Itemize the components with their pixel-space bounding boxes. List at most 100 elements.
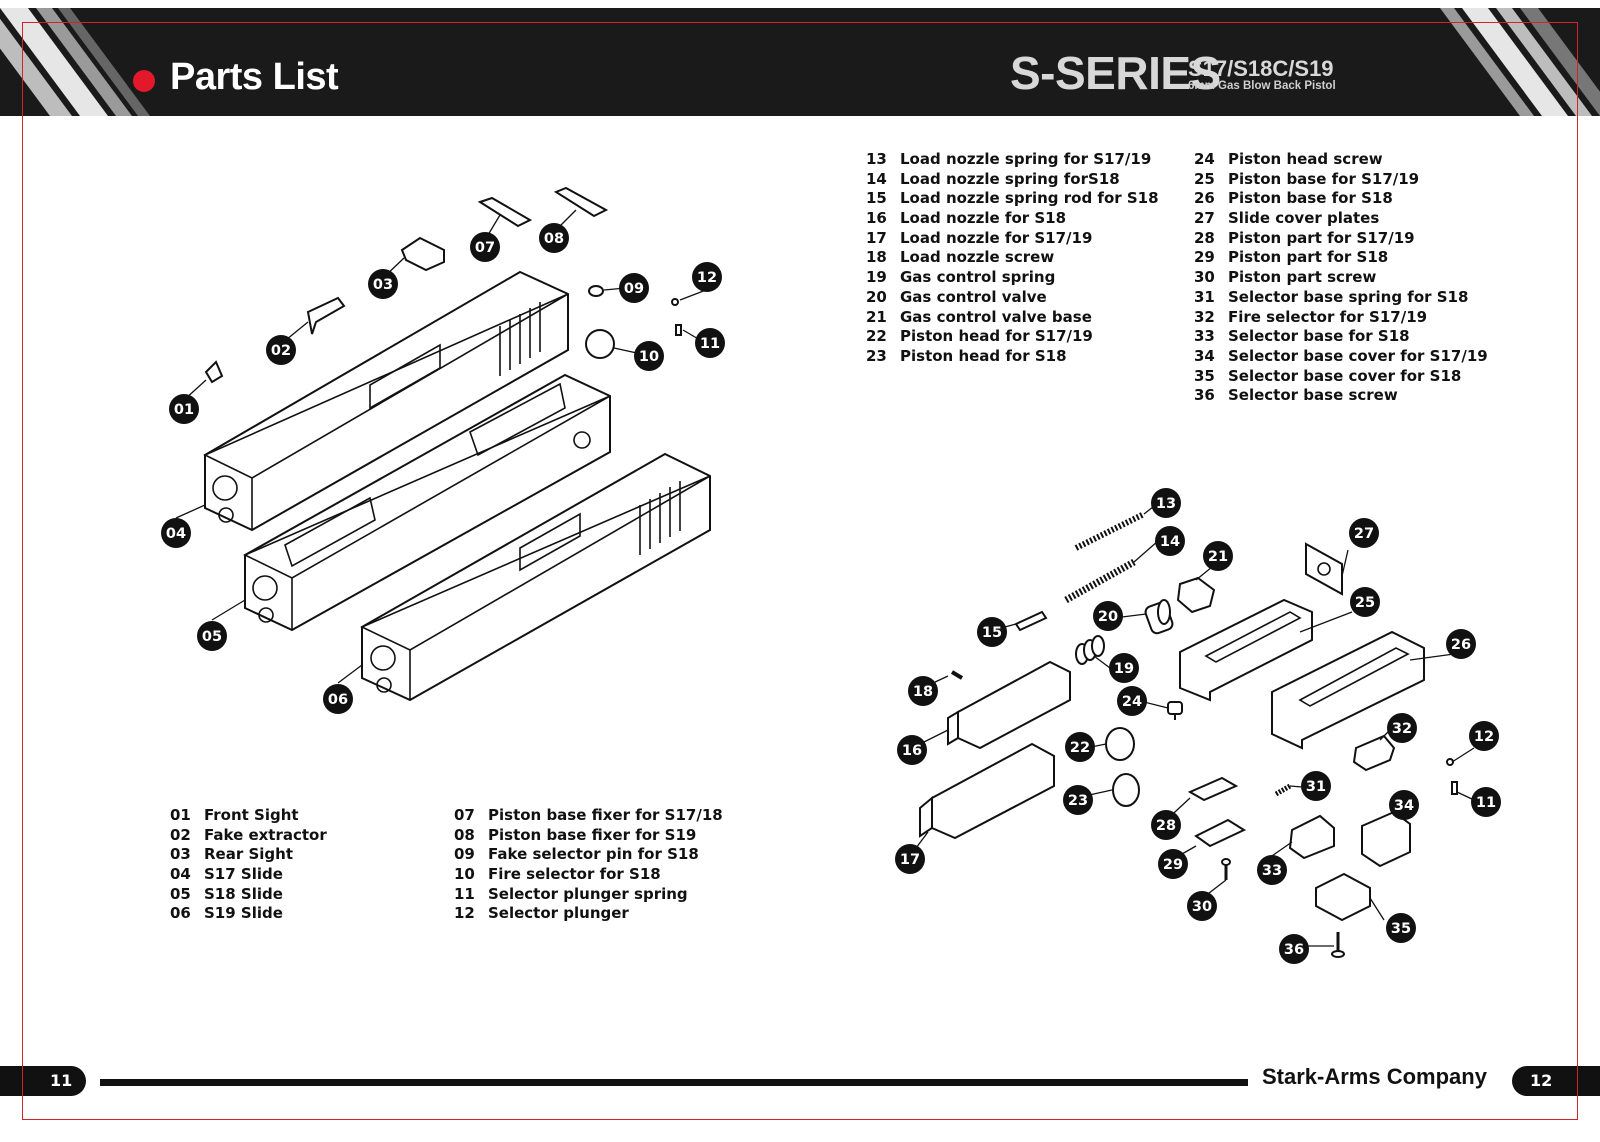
svg-text:31: 31 bbox=[1306, 779, 1326, 795]
callout-25: 25 bbox=[1350, 587, 1380, 617]
svg-text:33: 33 bbox=[1262, 863, 1282, 879]
svg-text:15: 15 bbox=[982, 625, 1002, 641]
series-brand: S-SERIES bbox=[1010, 47, 1221, 99]
load-nozzle-s18-drawing bbox=[947, 660, 1071, 750]
fire-selector-s18-drawing bbox=[585, 329, 615, 359]
series-tagline: 6mm Gas Blow Back Pistol bbox=[1188, 80, 1336, 92]
svg-text:26: 26 bbox=[1451, 637, 1471, 653]
callout-31: 31 bbox=[1301, 771, 1331, 801]
svg-text:13: 13 bbox=[1156, 496, 1176, 512]
callout-36: 36 bbox=[1279, 934, 1309, 964]
selector-plunger-spring-drawing-right bbox=[1451, 781, 1458, 795]
svg-text:04: 04 bbox=[166, 526, 186, 542]
selector-plunger-spring-drawing bbox=[675, 324, 682, 336]
svg-text:08: 08 bbox=[544, 231, 564, 247]
svg-text:12: 12 bbox=[1474, 729, 1494, 745]
callout-28: 28 bbox=[1151, 810, 1181, 840]
svg-text:36: 36 bbox=[1284, 942, 1304, 958]
svg-text:25: 25 bbox=[1355, 595, 1375, 611]
svg-text:22: 22 bbox=[1070, 740, 1090, 756]
callout-08: 08 bbox=[539, 223, 569, 253]
callout-14: 14 bbox=[1155, 526, 1185, 556]
callout-13: 13 bbox=[1151, 488, 1181, 518]
callout-15: 15 bbox=[977, 617, 1007, 647]
svg-text:29: 29 bbox=[1163, 857, 1183, 873]
slide-cover-plate-drawing bbox=[1305, 542, 1343, 596]
selector-plunger-drawing bbox=[671, 298, 679, 306]
callout-11-right: 11 bbox=[1471, 787, 1501, 817]
svg-text:18: 18 bbox=[913, 684, 933, 700]
diagonal-stripes-decoration-right bbox=[1440, 8, 1600, 116]
callout-22: 22 bbox=[1065, 732, 1095, 762]
selector-base-spring-drawing bbox=[1274, 783, 1292, 797]
load-nozzle-s17-drawing bbox=[919, 742, 1055, 840]
callout-04: 04 bbox=[161, 518, 191, 548]
piston-part-18-drawing bbox=[1194, 818, 1247, 848]
callout-07: 07 bbox=[470, 232, 500, 262]
svg-text:12: 12 bbox=[697, 270, 717, 286]
s19-slide-drawing bbox=[360, 452, 711, 702]
svg-text:02: 02 bbox=[271, 343, 291, 359]
gas-control-valve-drawing bbox=[1144, 599, 1174, 635]
callout-17: 17 bbox=[895, 844, 925, 874]
load-nozzle-spring-17-drawing bbox=[1074, 511, 1146, 551]
load-nozzle-spring-18-drawing bbox=[1064, 558, 1136, 604]
front-sight-drawing bbox=[204, 360, 224, 384]
callout-16: 16 bbox=[897, 735, 927, 765]
load-nozzle-screw-drawing bbox=[950, 670, 964, 680]
svg-text:11: 11 bbox=[700, 336, 720, 352]
fake-extractor-drawing bbox=[306, 296, 346, 335]
svg-text:17: 17 bbox=[900, 852, 920, 868]
callout-34: 34 bbox=[1389, 790, 1419, 820]
selector-base-cover-18-drawing bbox=[1315, 872, 1371, 922]
fire-selector-17-drawing bbox=[1352, 734, 1396, 772]
callout-30: 30 bbox=[1187, 891, 1217, 921]
svg-text:27: 27 bbox=[1354, 526, 1374, 542]
callout-35: 35 bbox=[1386, 913, 1416, 943]
svg-text:32: 32 bbox=[1392, 721, 1412, 737]
callout-10: 10 bbox=[634, 341, 664, 371]
svg-text:01: 01 bbox=[174, 402, 194, 418]
load-nozzle-spring-rod-drawing bbox=[1014, 610, 1048, 632]
series-models: S17/S18C/S19 bbox=[1188, 56, 1334, 81]
rear-sight-drawing bbox=[400, 236, 445, 272]
page-title: Parts List bbox=[170, 56, 339, 98]
svg-text:34: 34 bbox=[1394, 798, 1414, 814]
callout-11: 11 bbox=[695, 328, 725, 358]
piston-base-fixer-19-drawing bbox=[553, 186, 609, 218]
svg-text:06: 06 bbox=[328, 692, 348, 708]
callout-05: 05 bbox=[197, 621, 227, 651]
footer-divider bbox=[100, 1079, 1248, 1086]
piston-part-17-drawing bbox=[1187, 776, 1239, 802]
svg-text:19: 19 bbox=[1114, 661, 1134, 677]
svg-text:14: 14 bbox=[1160, 534, 1180, 550]
s18-slide-drawing bbox=[243, 373, 611, 632]
